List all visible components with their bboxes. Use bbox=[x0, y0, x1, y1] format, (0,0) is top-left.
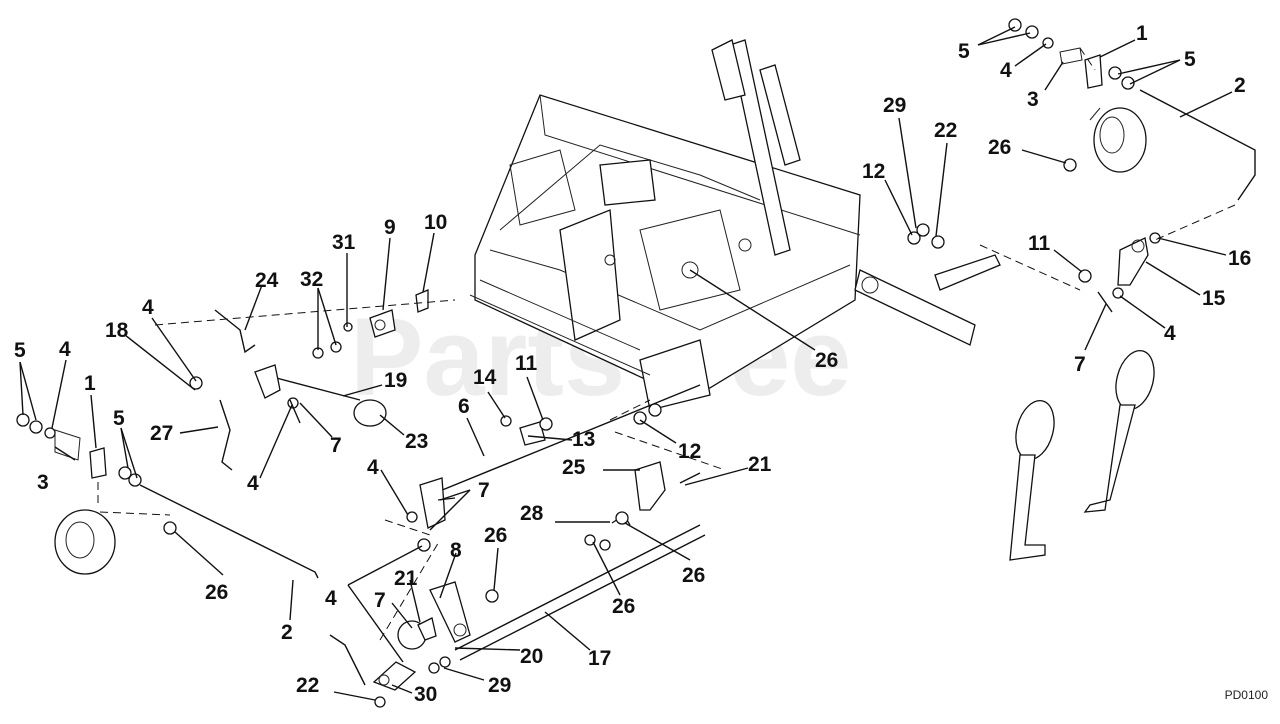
callout-5: 5 bbox=[958, 40, 970, 63]
callout-13: 13 bbox=[572, 428, 595, 451]
callout-12: 12 bbox=[678, 440, 701, 463]
callout-20: 20 bbox=[520, 645, 543, 668]
callout-28: 28 bbox=[520, 502, 544, 525]
callout-4: 4 bbox=[1164, 322, 1176, 345]
right-brake-assembly bbox=[907, 18, 1256, 313]
callout-7: 7 bbox=[478, 479, 490, 502]
callout-3: 3 bbox=[37, 471, 49, 494]
callout-labels: 5 4 1 5 2 3 29 22 26 12 11 16 15 4 7 31 … bbox=[14, 22, 1251, 706]
callout-12: 12 bbox=[862, 160, 885, 183]
callout-22: 22 bbox=[934, 119, 957, 142]
callout-10: 10 bbox=[424, 211, 447, 234]
leader-lines bbox=[19, 26, 1233, 701]
callout-21: 21 bbox=[748, 453, 772, 476]
callout-22: 22 bbox=[296, 674, 319, 697]
callout-4: 4 bbox=[142, 296, 154, 319]
callout-4: 4 bbox=[367, 456, 379, 479]
callout-32: 32 bbox=[300, 268, 323, 291]
callout-15: 15 bbox=[1202, 287, 1226, 310]
callout-4: 4 bbox=[59, 338, 71, 361]
callout-23: 23 bbox=[405, 430, 428, 453]
callout-8: 8 bbox=[450, 539, 462, 562]
callout-31: 31 bbox=[332, 231, 356, 254]
callout-9: 9 bbox=[384, 216, 396, 239]
callout-2: 2 bbox=[281, 621, 293, 644]
callout-26: 26 bbox=[988, 136, 1011, 159]
left-brake-assembly bbox=[16, 413, 319, 579]
callout-17: 17 bbox=[588, 647, 611, 670]
callout-7: 7 bbox=[374, 589, 386, 612]
callout-4: 4 bbox=[325, 587, 337, 610]
drawing-code: PD0100 bbox=[1224, 688, 1268, 702]
callout-26: 26 bbox=[484, 524, 507, 547]
callout-26: 26 bbox=[205, 581, 228, 604]
callout-26: 26 bbox=[682, 564, 705, 587]
callout-18: 18 bbox=[105, 319, 129, 342]
callout-6: 6 bbox=[458, 395, 470, 418]
callout-19: 19 bbox=[384, 369, 407, 392]
callout-29: 29 bbox=[883, 94, 906, 117]
callout-16: 16 bbox=[1228, 247, 1251, 270]
callout-21: 21 bbox=[394, 567, 418, 590]
callout-29: 29 bbox=[488, 674, 511, 697]
callout-14: 14 bbox=[473, 366, 497, 389]
brake-clutch-pedals bbox=[1009, 350, 1155, 561]
callout-7: 7 bbox=[330, 434, 342, 457]
callout-30: 30 bbox=[414, 683, 437, 706]
callout-4: 4 bbox=[1000, 59, 1012, 82]
callout-5: 5 bbox=[113, 407, 125, 430]
callout-5: 5 bbox=[14, 339, 26, 362]
callout-25: 25 bbox=[562, 456, 586, 479]
callout-1: 1 bbox=[84, 372, 96, 395]
callout-1: 1 bbox=[1136, 22, 1148, 45]
callout-11: 11 bbox=[515, 352, 538, 375]
callout-3: 3 bbox=[1027, 88, 1039, 111]
callout-4: 4 bbox=[247, 472, 259, 495]
chassis-frame bbox=[469, 39, 1001, 411]
callout-5: 5 bbox=[1184, 48, 1196, 71]
callout-24: 24 bbox=[255, 269, 279, 292]
callout-26: 26 bbox=[815, 349, 838, 372]
callout-26: 26 bbox=[612, 595, 635, 618]
callout-27: 27 bbox=[150, 422, 173, 445]
callout-7: 7 bbox=[1074, 353, 1086, 376]
callout-11: 11 bbox=[1028, 232, 1051, 255]
callout-2: 2 bbox=[1234, 74, 1246, 97]
